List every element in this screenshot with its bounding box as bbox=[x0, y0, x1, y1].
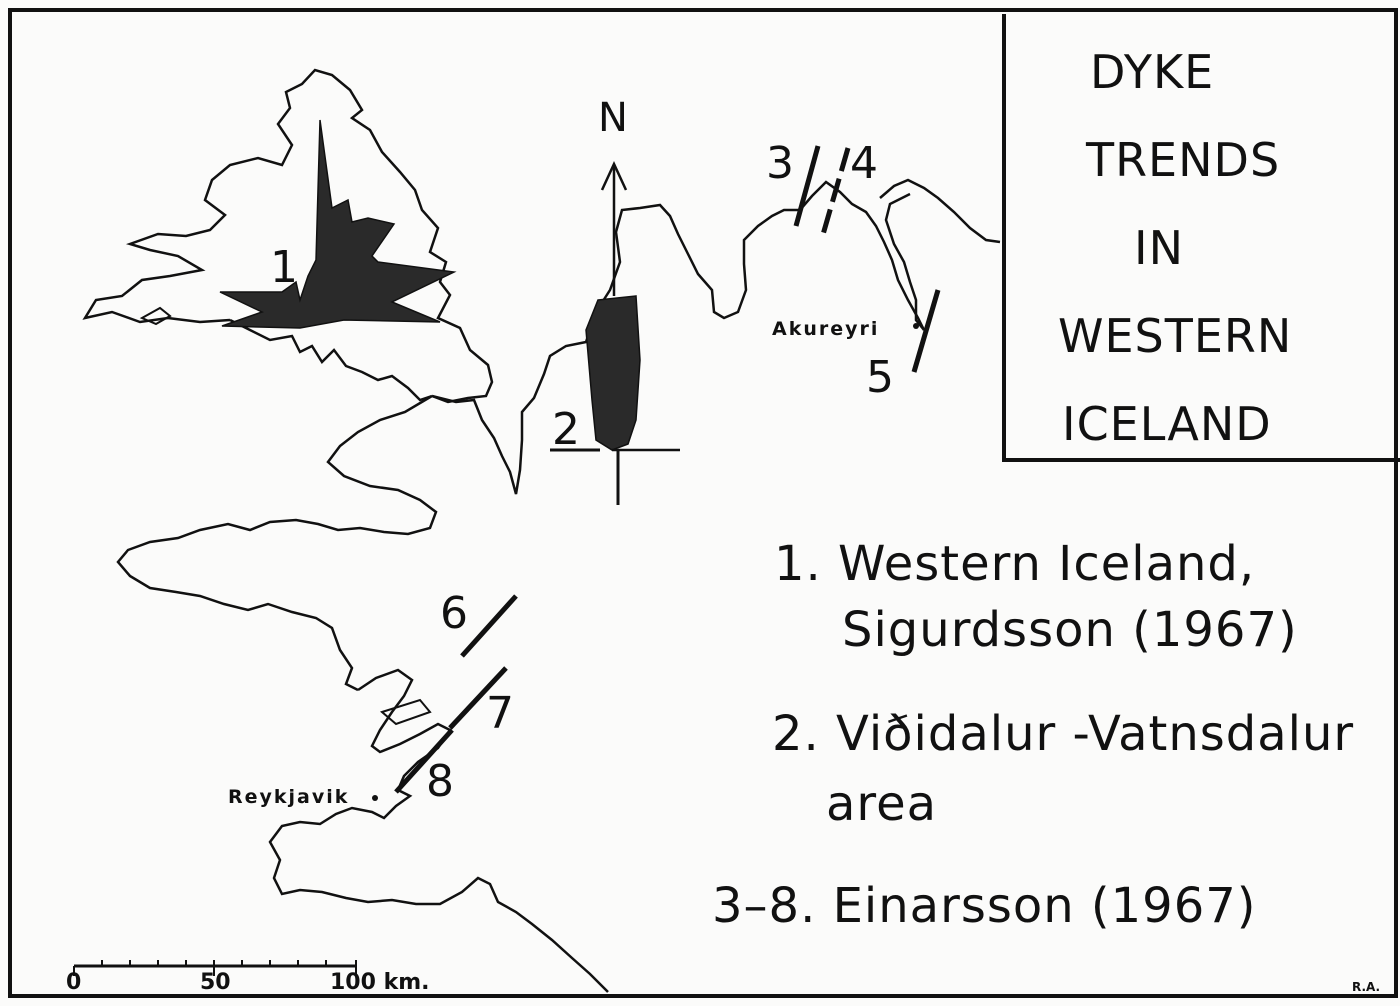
dyke-line-3 bbox=[793, 145, 821, 227]
scale-label-zero: 0 bbox=[66, 970, 82, 995]
scale-label-mid: 50 bbox=[200, 970, 231, 995]
akureyri-marker bbox=[913, 323, 919, 329]
author-initials: R.A. bbox=[1352, 980, 1381, 994]
legend-item-2-line-2: area bbox=[826, 776, 938, 832]
site-number-5: 5 bbox=[866, 352, 894, 403]
site-number-2: 2 bbox=[552, 404, 580, 455]
dyke-line-7 bbox=[448, 666, 508, 730]
dyke-line-8 bbox=[394, 728, 454, 794]
coastline-hvalfjordur bbox=[268, 668, 609, 993]
scale-label-end: 100 km. bbox=[330, 970, 430, 995]
legend-item-1-line-1: 1. Western Iceland, bbox=[774, 536, 1256, 592]
coastline-eyjafjordur bbox=[879, 178, 1001, 331]
title-line-5: ICELAND bbox=[1062, 397, 1272, 451]
site-number-3: 3 bbox=[766, 138, 794, 189]
islet-2 bbox=[379, 698, 432, 726]
legend-item-3: 3–8. Einarsson (1967) bbox=[712, 878, 1257, 934]
title-line-2: TRENDS bbox=[1086, 133, 1281, 187]
site-number-8: 8 bbox=[426, 756, 454, 807]
title-line-3: IN bbox=[1134, 221, 1184, 275]
map-frame bbox=[8, 8, 1398, 998]
akureyri-label: Akureyri bbox=[772, 318, 880, 340]
legend-item-2-line-1: 2. Viðidalur -Vatnsdalur bbox=[772, 706, 1355, 762]
islet-1 bbox=[139, 306, 172, 326]
legend-item-1-line-2: Sigurdsson (1967) bbox=[842, 602, 1298, 658]
coastline-westfjords-south bbox=[229, 318, 433, 402]
rose-diagram-1 bbox=[219, 119, 457, 329]
site-number-1: 1 bbox=[270, 242, 298, 293]
title-line-1: DYKE bbox=[1090, 45, 1215, 99]
rose-diagram-2 bbox=[585, 295, 641, 451]
site-number-7: 7 bbox=[486, 688, 514, 739]
north-label: N bbox=[598, 95, 628, 141]
coastline-breidafjordur bbox=[116, 394, 438, 692]
dyke-line-5 bbox=[911, 289, 941, 373]
title-line-4: WESTERN bbox=[1058, 309, 1293, 363]
reykjavik-label: Reykjavik bbox=[228, 786, 350, 808]
title-box bbox=[1002, 14, 1400, 462]
reykjavik-marker bbox=[372, 795, 378, 801]
scale-bar bbox=[73, 960, 357, 976]
site-number-4: 4 bbox=[850, 138, 878, 189]
north-arrow-head bbox=[600, 161, 628, 191]
coastline-north-west bbox=[431, 180, 926, 495]
coastline-westfjords bbox=[82, 68, 494, 404]
site-number-6: 6 bbox=[440, 588, 468, 639]
dyke-line-4 bbox=[819, 147, 851, 239]
dyke-line-6 bbox=[460, 594, 518, 658]
